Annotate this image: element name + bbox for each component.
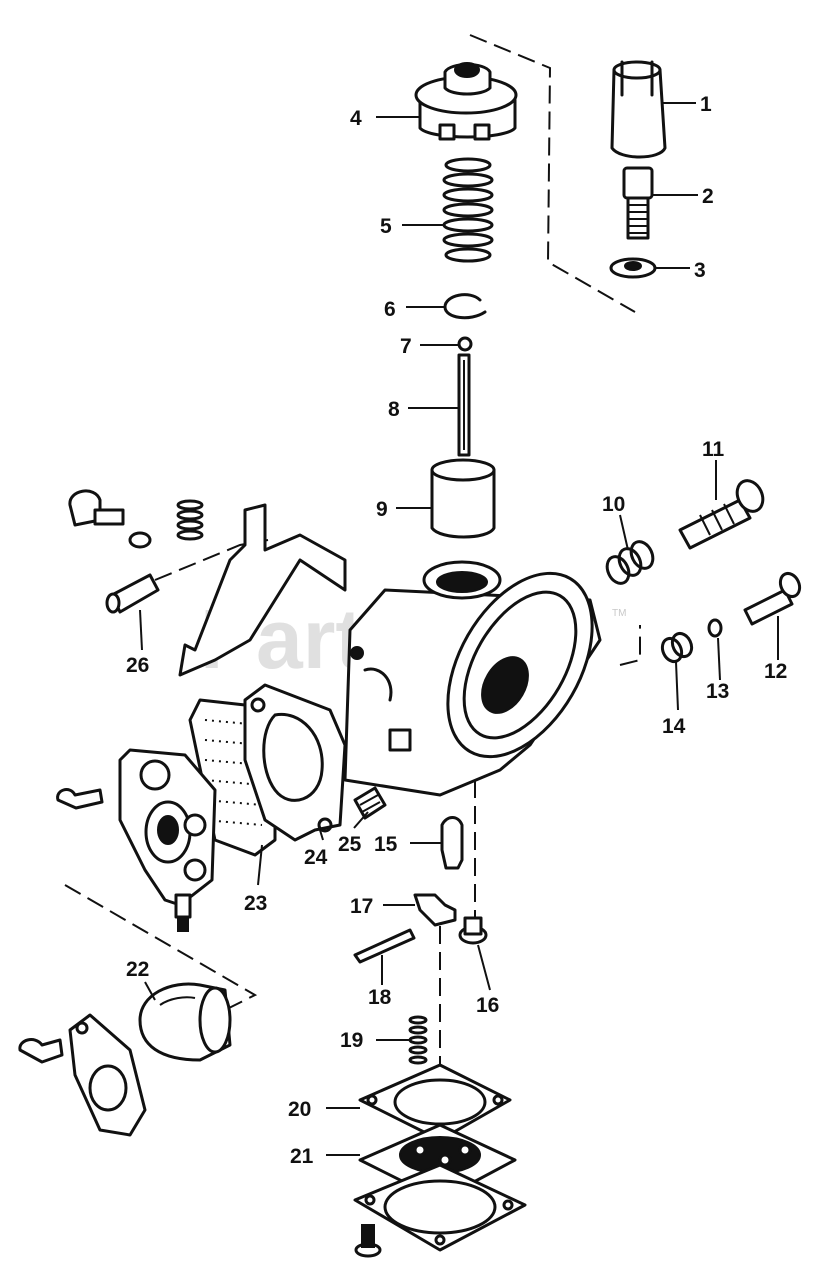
callout-7: 7 bbox=[400, 335, 412, 358]
watermark-trademark: TM bbox=[612, 608, 626, 619]
part-12-screw bbox=[743, 571, 802, 626]
part-14-spring bbox=[660, 631, 694, 664]
callout-22: 22 bbox=[126, 958, 149, 981]
part-16-screw bbox=[458, 916, 488, 945]
callout-15: 15 bbox=[374, 833, 398, 856]
callout-18: 18 bbox=[368, 986, 392, 1009]
part-17-lever bbox=[413, 893, 457, 927]
part-20-gasket bbox=[358, 1063, 512, 1142]
callout-9: 9 bbox=[376, 498, 388, 521]
callout-21: 21 bbox=[290, 1145, 314, 1168]
part-11-screw bbox=[678, 479, 765, 550]
callout-3: 3 bbox=[694, 259, 706, 282]
callout-5: 5 bbox=[380, 215, 392, 238]
leader-lines bbox=[139, 102, 779, 1156]
part-5-spring bbox=[442, 157, 494, 263]
part-2-adjuster bbox=[622, 166, 654, 240]
part-7-ring bbox=[457, 336, 473, 352]
part-1-cap bbox=[610, 60, 667, 159]
pump-cover-assembly bbox=[56, 748, 217, 932]
part-15-valve bbox=[440, 816, 464, 870]
callout-16: 16 bbox=[476, 994, 499, 1017]
part-10-spring bbox=[605, 540, 655, 585]
part-19-spring bbox=[408, 1015, 428, 1065]
callout-23: 23 bbox=[244, 892, 267, 915]
callout-11: 11 bbox=[702, 438, 725, 461]
bottom-screw bbox=[354, 1224, 382, 1258]
callout-labels: 1 2 3 4 5 6 7 8 9 10 11 12 13 14 15 16 1… bbox=[126, 93, 787, 1168]
callout-24: 24 bbox=[304, 846, 328, 869]
part-4-cover bbox=[414, 62, 518, 141]
callout-1: 1 bbox=[700, 93, 712, 116]
bottom-cover bbox=[353, 1163, 527, 1252]
callout-10: 10 bbox=[602, 493, 625, 516]
callout-19: 19 bbox=[340, 1029, 363, 1052]
filter-flange bbox=[18, 1013, 147, 1137]
callout-17: 17 bbox=[350, 895, 373, 918]
part-13-washer bbox=[707, 618, 723, 638]
part-18-pin bbox=[353, 928, 416, 964]
part-26-fitting-group bbox=[68, 489, 347, 677]
part-24-gasket bbox=[243, 683, 347, 842]
part-3-nut bbox=[609, 257, 657, 279]
callout-4: 4 bbox=[350, 107, 362, 130]
callout-2: 2 bbox=[702, 185, 714, 208]
part-22-filter bbox=[138, 982, 232, 1062]
part-6-clip bbox=[443, 293, 487, 320]
part-21-diaphragm bbox=[358, 1123, 517, 1202]
callout-6: 6 bbox=[384, 298, 396, 321]
callout-14: 14 bbox=[662, 715, 686, 738]
callout-25: 25 bbox=[338, 833, 362, 856]
part-8-needle bbox=[457, 353, 471, 457]
part-25-screw bbox=[353, 786, 387, 820]
carburetor-body bbox=[343, 560, 602, 797]
callout-13: 13 bbox=[706, 680, 729, 703]
part-9-barrel bbox=[430, 458, 496, 539]
callout-8: 8 bbox=[388, 398, 400, 421]
callout-12: 12 bbox=[764, 660, 787, 683]
callout-20: 20 bbox=[288, 1098, 311, 1121]
callout-26: 26 bbox=[126, 654, 149, 677]
